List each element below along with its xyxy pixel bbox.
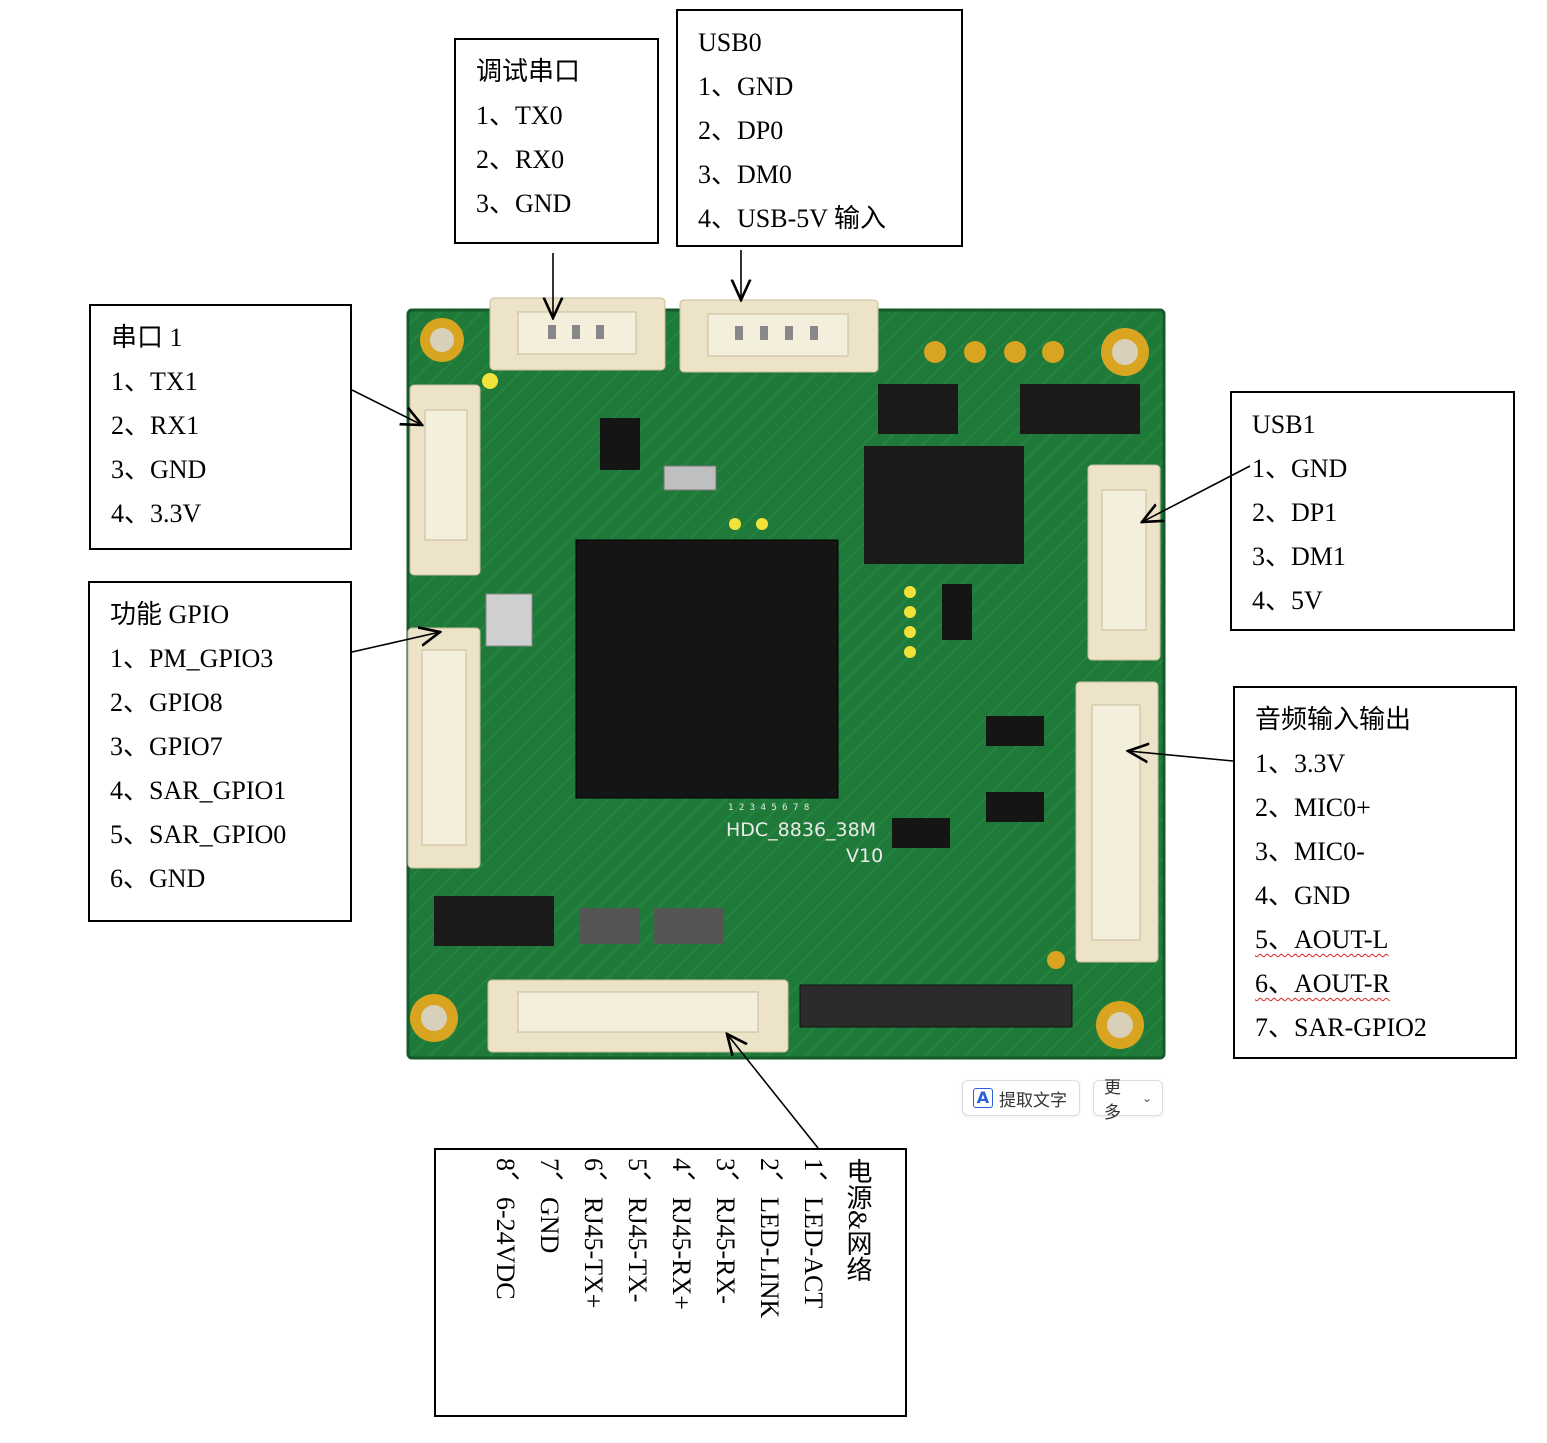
mounting-hole-bottom-right [1096, 1001, 1144, 1049]
pin-label: 2、LED-LINK [755, 1158, 784, 1319]
callout-uart1: 串口 1 1、TX1 2、RX1 3、GND 4、3.3V [89, 304, 352, 550]
pin-label: 3、RJ45-RX- [711, 1158, 740, 1304]
connector-power-network [487, 979, 789, 1053]
pin-label: 8、6-24VDC [491, 1158, 520, 1300]
pin-label: 5、RJ45-TX- [623, 1158, 652, 1303]
pin-label: 4、3.3V [111, 499, 202, 528]
pin-label: 5、SAR_GPIO0 [110, 820, 287, 849]
callout-title: 串口 1 [111, 323, 183, 352]
pin-label: 6、RJ45-TX+ [579, 1158, 608, 1309]
pin-label: 7、GND [535, 1158, 564, 1254]
callout-title: 调试串口 [476, 57, 581, 86]
main-soc-chip [575, 539, 839, 799]
power-network-vertical-text: 电源&网络 1、LED-ACT 2、LED-LINK 3、RJ45-RX- 4、… [483, 1158, 879, 1318]
pin-label: 2、DP1 [1252, 498, 1338, 527]
connector-gpio [407, 627, 481, 869]
pin-label: 1、GND [698, 72, 794, 101]
pin-label: 3、DM1 [1252, 542, 1346, 571]
chevron-down-icon: ⌄ [1141, 1091, 1152, 1105]
pin-label: 1、TX1 [111, 367, 198, 396]
pin-label: 4、RJ45-RX+ [667, 1158, 696, 1310]
connector-audio [1075, 681, 1159, 963]
text-recognition-icon: A [973, 1088, 993, 1108]
pin-label: 2、RX1 [111, 411, 200, 440]
mounting-hole-top-left [420, 318, 464, 362]
callout-usb1: USB1 1、GND 2、DP1 3、DM1 4、5V [1230, 391, 1515, 631]
pcb-silk-model: HDC_8836_38M [726, 819, 876, 841]
pin-label: 1、LED-ACT [799, 1158, 828, 1309]
pin-label: 2、RX0 [476, 145, 565, 174]
pin-label: 3、DM0 [698, 160, 792, 189]
callout-audio-io: 音频输入输出 1、3.3V 2、MIC0+ 3、MIC0- 4、GND 5、AO… [1233, 686, 1517, 1059]
pcb-silk-numbers: 1 2 3 4 5 6 7 8 [728, 803, 809, 813]
pin-label: 4、USB-5V 输入 [698, 204, 887, 233]
extract-text-button[interactable]: A 提取文字 [962, 1080, 1080, 1116]
pin-label: 6、GND [110, 864, 206, 893]
pin-label: 3、MIC0- [1255, 837, 1365, 866]
pin-label: 6、AOUT-R [1255, 969, 1390, 998]
callout-function-gpio: 功能 GPIO 1、PM_GPIO3 2、GPIO8 3、GPIO7 4、SAR… [88, 581, 352, 922]
connector-uart1 [409, 384, 481, 576]
callout-title: 电源&网络 [843, 1158, 872, 1283]
pin-label: 5、AOUT-L [1255, 925, 1389, 954]
pin-label: 1、GND [1252, 454, 1348, 483]
callout-debug-uart: 调试串口 1、TX0 2、RX0 3、GND [454, 38, 659, 244]
mounting-hole-bottom-left [410, 994, 458, 1042]
fpc-connector [799, 984, 1073, 1028]
callout-title: 音频输入输出 [1255, 705, 1412, 734]
callout-title: 功能 GPIO [110, 600, 230, 629]
callout-title: USB1 [1252, 410, 1316, 439]
pin-label: 2、DP0 [698, 116, 784, 145]
pin-label: 4、SAR_GPIO1 [110, 776, 287, 805]
pin-label: 3、GPIO7 [110, 732, 223, 761]
pin-label: 1、PM_GPIO3 [110, 644, 274, 673]
pin-label: 3、GND [476, 189, 572, 218]
pin-label: 4、GND [1255, 881, 1351, 910]
pin-label: 2、MIC0+ [1255, 793, 1371, 822]
callout-title: USB0 [698, 28, 762, 57]
pin-label: 4、5V [1252, 586, 1323, 615]
pin-label: 2、GPIO8 [110, 688, 223, 717]
pin-label: 1、TX0 [476, 101, 563, 130]
pin-label: 1、3.3V [1255, 749, 1346, 778]
pin-label: 7、SAR-GPIO2 [1255, 1013, 1427, 1042]
connector-debug-uart [489, 297, 666, 371]
callout-usb0: USB0 1、GND 2、DP0 3、DM0 4、USB-5V 输入 [676, 9, 963, 247]
more-button[interactable]: 更多 ⌄ [1093, 1078, 1163, 1123]
mounting-hole-top-right [1101, 328, 1149, 376]
flash-chip [864, 446, 1024, 564]
pin-label: 3、GND [111, 455, 207, 484]
callout-power-network: 电源&网络 1、LED-ACT 2、LED-LINK 3、RJ45-RX- 4、… [434, 1148, 907, 1417]
extract-text-label: 提取文字 [999, 1090, 1067, 1111]
connector-usb0 [679, 299, 879, 373]
more-label: 更多 [1104, 1078, 1121, 1123]
pcb-silk-version: V10 [846, 845, 883, 867]
connector-usb1 [1087, 464, 1161, 661]
